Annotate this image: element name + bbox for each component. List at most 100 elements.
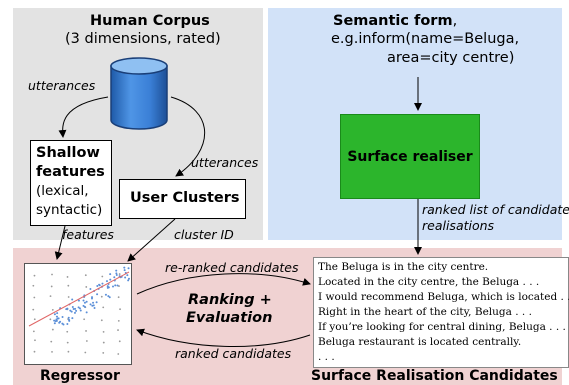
scatter-grid-dot	[84, 351, 87, 354]
candidate-item: Located in the city centre, the Beluga .…	[318, 276, 540, 288]
scatter-grid-dot	[50, 285, 53, 288]
edge-label-features: features	[62, 227, 114, 242]
scatter-point	[74, 307, 77, 310]
scatter-grid-dot	[32, 330, 35, 333]
scatter-point	[67, 316, 70, 319]
scatter-point	[126, 274, 129, 277]
scatter-point	[66, 307, 69, 310]
shallow-features-title-line2: features	[36, 164, 105, 180]
scatter-point	[68, 319, 71, 322]
scatter-point	[115, 269, 118, 272]
scatter-point	[109, 278, 112, 281]
shallow-features-title-line1: Shallow	[36, 145, 100, 161]
scatter-point	[89, 288, 92, 291]
scatter-grid-dot	[102, 341, 105, 344]
arrow-ranked	[136, 328, 311, 347]
candidates-list: The Beluga is in the city centre. Locate…	[313, 257, 569, 368]
scatter-grid-dot	[50, 340, 53, 343]
arrow-re-ranked	[136, 273, 311, 295]
scatter-point	[57, 317, 60, 320]
scatter-point	[90, 297, 93, 300]
scatter-point	[85, 300, 88, 303]
scatter-point	[108, 296, 111, 299]
scatter-grid-dot	[85, 340, 88, 342]
scatter-grid-dot	[67, 350, 70, 353]
arrow-utterances-right	[170, 96, 206, 177]
scatter-point	[72, 307, 75, 310]
scatter-point	[53, 313, 56, 316]
scatter-grid-dot	[118, 285, 120, 287]
edge-label-cluster-id: cluster ID	[174, 227, 234, 242]
scatter-grid-dot	[51, 328, 54, 331]
scatter-point	[107, 286, 110, 289]
scatter-point	[95, 301, 98, 304]
scatter-grid-dot	[100, 319, 103, 322]
scatter-point	[83, 305, 86, 308]
scatter-point	[91, 296, 94, 299]
scatter-point	[111, 285, 114, 288]
scatter-point	[59, 320, 62, 323]
scatter-point	[71, 298, 74, 301]
scatter-point	[82, 304, 85, 307]
scatter-grid-dot	[49, 295, 52, 298]
candidate-item: Beluga restaurant is located centrally.	[318, 336, 522, 348]
scatter-point	[56, 312, 59, 315]
scatter-point	[105, 280, 108, 283]
scatter-point	[114, 284, 117, 287]
scatter-grid-dot	[66, 330, 69, 333]
arrow-cluster-to-regressor	[127, 218, 176, 262]
candidates-label: Surface Realisation Candidates	[311, 368, 558, 384]
scatter-point	[71, 317, 74, 320]
scatter-point	[85, 311, 88, 314]
edge-label-ranked-list-line2: realisations	[422, 218, 495, 233]
shallow-features-detail-line2: syntactic)	[36, 202, 103, 218]
scatter-grid-dot	[33, 318, 36, 321]
scatter-point	[82, 299, 85, 302]
scatter-grid-dot	[51, 350, 53, 353]
scatter-point	[75, 309, 78, 312]
ranking-label-line1: Ranking +	[188, 292, 272, 308]
scatter-grid-dot	[85, 286, 88, 288]
scatter-point	[123, 266, 126, 269]
human-corpus-title: Human Corpus	[90, 13, 210, 29]
scatter-point	[77, 306, 80, 309]
scatter-grid-dot	[102, 331, 105, 333]
edge-label-re-ranked-candidates: re-ranked candidates	[165, 260, 299, 275]
candidate-item: The Beluga is in the city centre.	[318, 261, 489, 273]
scatter-point	[113, 276, 116, 279]
scatter-grid-dot	[118, 273, 121, 275]
arrow-utterances-left	[58, 96, 109, 138]
scatter-grid-dot	[33, 274, 36, 277]
scatter-grid-dot	[67, 296, 70, 298]
scatter-grid-dot	[51, 309, 54, 311]
semantic-form-title-text: Semantic form	[333, 13, 453, 29]
semantic-form-example-line2: area=city centre)	[387, 50, 515, 66]
scatter-point	[55, 315, 58, 318]
scatter-grid-dot	[102, 352, 105, 354]
scatter-point	[127, 279, 130, 282]
scatter-point	[54, 320, 57, 323]
arrow-features-to-regressor	[54, 225, 66, 260]
semantic-form-title: Semantic form,	[333, 14, 457, 29]
human-corpus-subtitle: (3 dimensions, rated)	[65, 31, 221, 47]
scatter-point	[62, 323, 65, 326]
candidate-item: . . .	[318, 351, 335, 363]
scatter-point	[66, 322, 69, 325]
candidate-item: I would recommend Beluga, which is locat…	[318, 291, 569, 303]
scatter-point	[101, 282, 104, 285]
edge-label-utterances-left: utterances	[28, 78, 96, 93]
regressor-label: Regressor	[40, 368, 120, 384]
scatter-point	[89, 303, 92, 306]
semantic-form-example-line1: e.g.inform(name=Beluga,	[331, 31, 520, 47]
scatter-point	[128, 277, 130, 280]
shallow-features-detail-line1: (lexical,	[36, 183, 89, 199]
scatter-point	[116, 284, 119, 287]
regressor-plot	[24, 263, 132, 365]
scatter-grid-dot	[49, 318, 52, 321]
scatter-grid-dot	[66, 276, 69, 278]
scatter-grid-dot	[84, 274, 87, 277]
scatter-point	[123, 269, 126, 272]
regression-line	[28, 271, 130, 327]
scatter-point	[79, 309, 82, 312]
